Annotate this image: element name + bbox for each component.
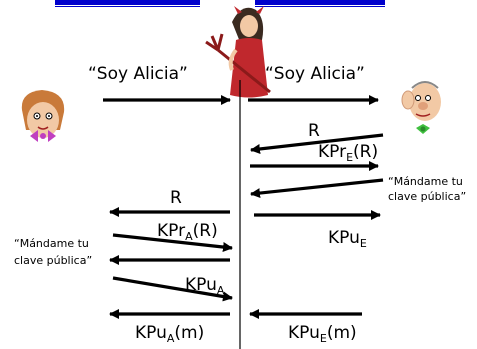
link-bar-left[interactable]: [55, 0, 200, 5]
label-r-to-trudy: R: [308, 121, 320, 141]
arrow-pubkey-request-bob-to-trudy: [250, 178, 384, 199]
arrow-kpu-a-to-trudy: [112, 276, 233, 302]
arrow-r-bob-to-trudy: [250, 133, 384, 154]
alice-says-left: “Soy Alicia”: [88, 64, 188, 84]
label-kpu-e-m: KPuE(m): [288, 323, 357, 345]
label-kpu-a-m: KPuA(m): [135, 323, 204, 345]
label-kpr-a: KPrA(R): [157, 221, 218, 243]
link-bar-right[interactable]: [255, 0, 385, 5]
label-r-to-alice: R: [170, 188, 182, 208]
link-underline-right: [255, 6, 385, 7]
arrow-kpr-a-to-trudy: [112, 233, 233, 252]
label-kpu-e: KPuE: [328, 228, 367, 250]
label-kpr-e: KPrE(R): [318, 142, 378, 164]
trudy-devil-icon: [205, 6, 271, 98]
label-send-pubkey-left-l1: “Mándame tu: [14, 237, 89, 250]
alice-icon: [21, 90, 65, 142]
label-send-pubkey-right-l1: “Mándame tu: [388, 175, 463, 188]
bob-icon: [401, 81, 441, 134]
link-underline-left: [55, 6, 200, 7]
label-send-pubkey-right-l2: clave pública”: [388, 190, 466, 203]
alice-says-right: “Soy Alicia”: [265, 64, 365, 84]
label-send-pubkey-left-l2: clave pública”: [14, 254, 92, 267]
